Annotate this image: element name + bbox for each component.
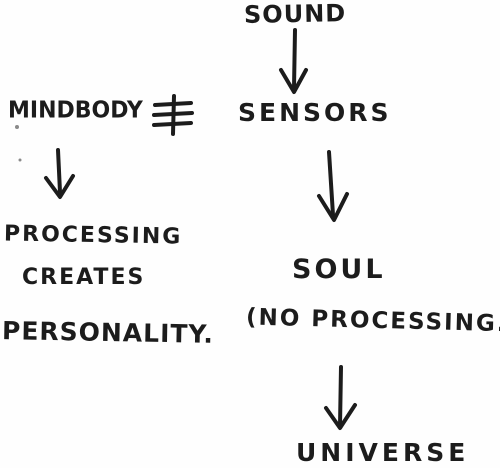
equivalence-mark-icon <box>152 94 194 136</box>
node-creates: CREATES <box>22 265 146 290</box>
paper-specks <box>15 125 22 162</box>
arrow-mindbody-to-processing <box>44 148 75 199</box>
arrow-sensors-to-soul <box>317 150 349 222</box>
node-sensors: SENSORS <box>238 98 392 127</box>
node-soul: SOUL <box>292 254 386 285</box>
arrow-soul-to-universe <box>324 365 357 430</box>
arrow-sound-to-sensors <box>279 28 308 94</box>
node-mindbody: MINDBODY <box>8 97 143 124</box>
node-universe: UNIVERSE <box>296 438 470 467</box>
